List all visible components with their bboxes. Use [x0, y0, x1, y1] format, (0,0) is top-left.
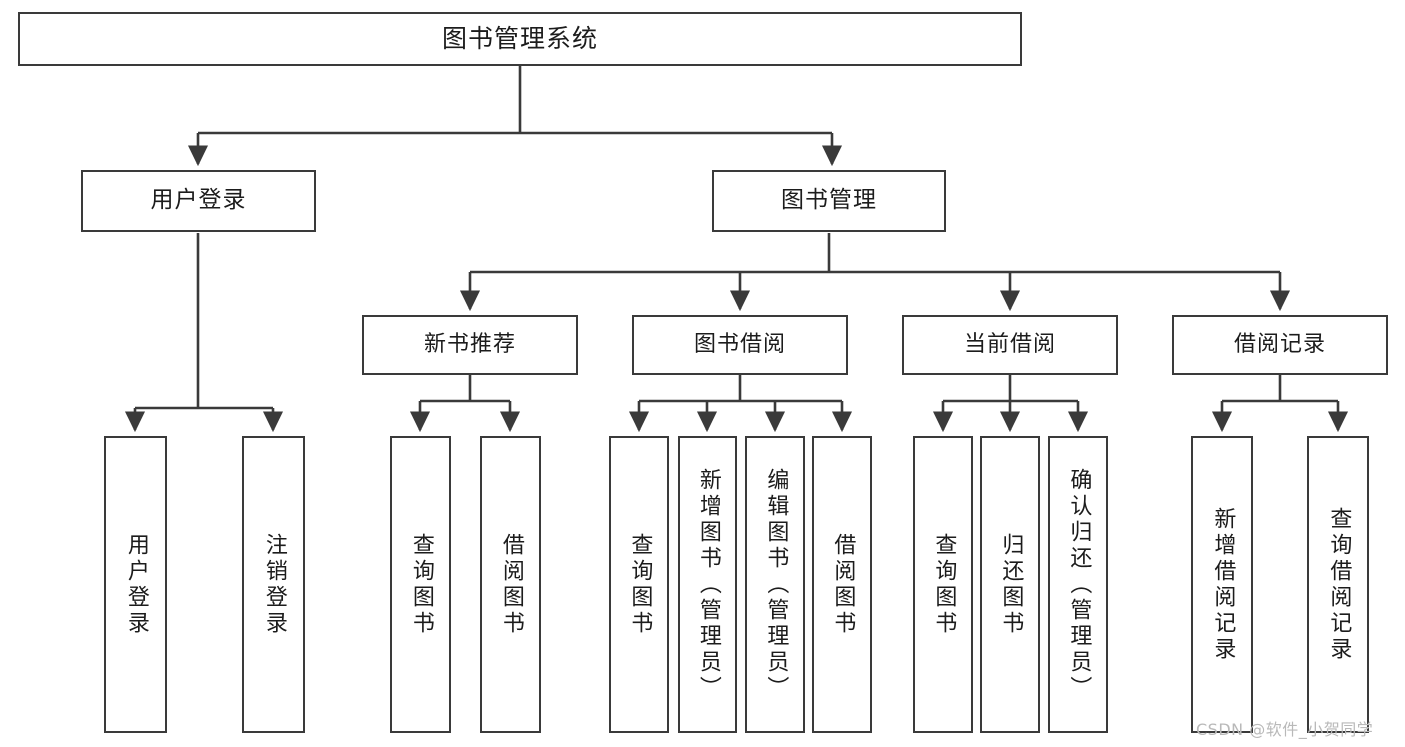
node-label: 借阅图书	[830, 532, 856, 637]
node-label: 新增借阅记录	[1210, 506, 1236, 663]
node-label: 归还图书	[998, 532, 1024, 637]
leaf-logout[interactable]: 注销登录	[242, 436, 305, 733]
node-root-system[interactable]: 图书管理系统	[18, 12, 1022, 66]
node-label: 查询图书	[627, 532, 653, 637]
node-label: 图书管理系统	[441, 24, 598, 53]
node-label: 当前借阅	[963, 331, 1056, 357]
node-label: 用户登录	[123, 532, 149, 637]
node-label: 新增图书（管理员）	[695, 467, 721, 702]
node-current-borrowing[interactable]: 当前借阅	[902, 315, 1118, 375]
node-user-login[interactable]: 用户登录	[81, 170, 316, 232]
leaf-borrowing-add-book-admin[interactable]: 新增图书（管理员）	[678, 436, 737, 733]
node-label: 编辑图书（管理员）	[763, 467, 789, 702]
node-label: 借阅记录	[1233, 331, 1326, 357]
node-book-management[interactable]: 图书管理	[712, 170, 946, 232]
leaf-recommendation-borrow-book[interactable]: 借阅图书	[480, 436, 541, 733]
leaf-current-confirm-return-admin[interactable]: 确认归还（管理员）	[1048, 436, 1108, 733]
leaf-record-query-borrow-record[interactable]: 查询借阅记录	[1307, 436, 1369, 733]
node-label: 查询图书	[408, 532, 434, 637]
node-label: 查询图书	[931, 532, 957, 637]
leaf-recommendation-query-book[interactable]: 查询图书	[390, 436, 451, 733]
node-label: 确认归还（管理员）	[1066, 467, 1092, 702]
csdn-watermark: CSDN @软件_小贺同学	[1196, 720, 1374, 739]
node-label: 注销登录	[261, 532, 287, 637]
leaf-borrowing-query-book[interactable]: 查询图书	[609, 436, 669, 733]
leaf-record-add-borrow-record[interactable]: 新增借阅记录	[1191, 436, 1253, 733]
node-label: 图书借阅	[693, 331, 786, 357]
leaf-current-return-book[interactable]: 归还图书	[980, 436, 1040, 733]
leaf-current-query-book[interactable]: 查询图书	[913, 436, 973, 733]
node-label: 查询借阅记录	[1326, 506, 1352, 663]
leaf-borrowing-edit-book-admin[interactable]: 编辑图书（管理员）	[745, 436, 805, 733]
leaf-user-login[interactable]: 用户登录	[104, 436, 167, 733]
node-new-book-recommendation[interactable]: 新书推荐	[362, 315, 578, 375]
leaf-borrowing-borrow-book[interactable]: 借阅图书	[812, 436, 872, 733]
node-label: 新书推荐	[423, 331, 516, 357]
node-borrowing-record[interactable]: 借阅记录	[1172, 315, 1388, 375]
node-book-borrowing[interactable]: 图书借阅	[632, 315, 848, 375]
node-label: 用户登录	[150, 187, 247, 214]
node-label: 借阅图书	[498, 532, 524, 637]
node-label: 图书管理	[781, 187, 877, 214]
